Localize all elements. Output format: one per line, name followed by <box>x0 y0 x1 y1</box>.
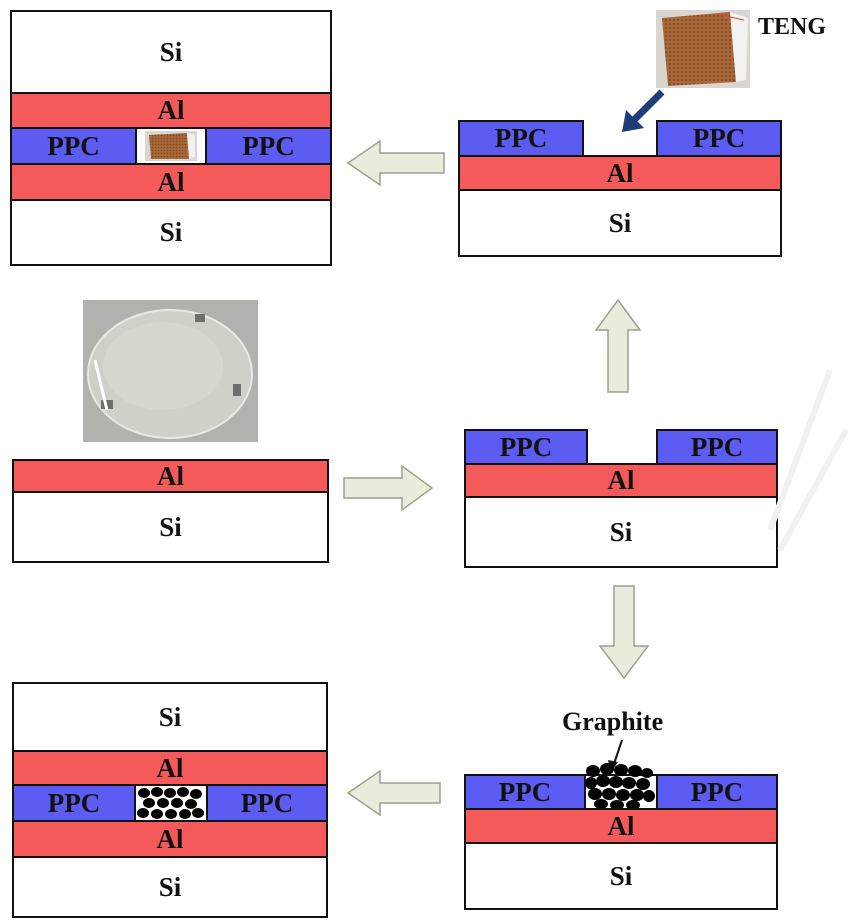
layer-label: Si <box>159 217 183 247</box>
teng-photo <box>656 10 750 88</box>
flow-arrow-up <box>594 298 642 393</box>
mid-ppc-left: PPC <box>464 429 588 465</box>
layer-label: PPC <box>47 787 101 818</box>
layer-label: PPC <box>240 787 294 818</box>
graphite-fill <box>137 787 204 819</box>
flow-arrow-left-top <box>346 139 445 187</box>
layer-label: PPC <box>498 776 552 807</box>
layer-label: PPC <box>242 130 295 161</box>
mid-al-layer: Al <box>464 463 778 498</box>
layer-label: Al <box>157 460 184 491</box>
start-si-layer: Si <box>12 491 329 563</box>
teng-al-layer: Al <box>458 155 782 191</box>
watermark-mark <box>767 368 849 552</box>
layer-label: Si <box>609 860 633 891</box>
graphite-al-layer: Al <box>464 808 778 844</box>
layer-label: PPC <box>499 431 553 462</box>
layer-label: Al <box>607 465 635 495</box>
layer-label: Si <box>608 207 632 238</box>
layer-label: Si <box>158 701 182 732</box>
bottom-device-al-bottom: Al <box>12 820 328 858</box>
layer-label: Al <box>606 157 634 188</box>
layer-label: Al <box>607 810 635 841</box>
bottom-device-si-top: Si <box>12 682 328 752</box>
bottom-device-al-top: Al <box>12 750 328 786</box>
top-device-si-bottom: Si <box>10 199 332 266</box>
top-device-ppc-left: PPC <box>10 127 137 165</box>
start-al-layer: Al <box>12 459 329 493</box>
bottom-device-graphite-cavity <box>134 784 208 822</box>
layer-label: Al <box>156 823 184 854</box>
layer-label: Si <box>158 871 182 902</box>
graphite-si-layer: Si <box>464 842 778 910</box>
layer-label: PPC <box>692 123 746 153</box>
graphite-ppc-left: PPC <box>464 774 586 810</box>
graphite-particles <box>585 763 655 810</box>
layer-label: PPC <box>690 776 744 807</box>
layer-label: Si <box>609 516 633 547</box>
teng-label: TENG <box>758 14 827 40</box>
top-device-al-top: Al <box>10 92 332 129</box>
top-device-ppc-right: PPC <box>205 127 332 165</box>
flow-arrow-right <box>343 464 434 512</box>
wafer-photo-image <box>83 300 258 442</box>
teng-ppc-left: PPC <box>458 120 584 157</box>
bottom-device-ppc-right: PPC <box>206 784 328 822</box>
layer-label: Al <box>157 166 185 197</box>
bottom-device-ppc-left: PPC <box>12 784 136 822</box>
teng-pointer-arrow <box>622 89 665 132</box>
teng-photo-image <box>656 10 750 88</box>
layer-label: Si <box>159 36 183 67</box>
flow-arrow-down <box>598 585 650 680</box>
graphite-label: Graphite <box>562 707 664 736</box>
flow-arrow-left-bottom <box>346 769 441 817</box>
teng-si-layer: Si <box>458 189 782 257</box>
teng-insert-image <box>145 131 197 161</box>
wafer-photo <box>83 300 258 442</box>
top-device-teng-cavity <box>135 127 207 165</box>
layer-label: Si <box>159 511 182 542</box>
bottom-device-si-bottom: Si <box>12 856 328 918</box>
layer-label: Al <box>156 752 184 783</box>
teng-ppc-right: PPC <box>656 120 782 157</box>
graphite-ppc-right: PPC <box>656 774 778 810</box>
layer-label: PPC <box>47 130 100 161</box>
layer-label: PPC <box>494 123 548 153</box>
mid-si-layer: Si <box>464 496 778 568</box>
layer-label: Al <box>157 95 185 125</box>
top-device-al-bottom: Al <box>10 163 332 201</box>
top-device-si-top: Si <box>10 10 332 94</box>
layer-label: PPC <box>690 431 744 462</box>
